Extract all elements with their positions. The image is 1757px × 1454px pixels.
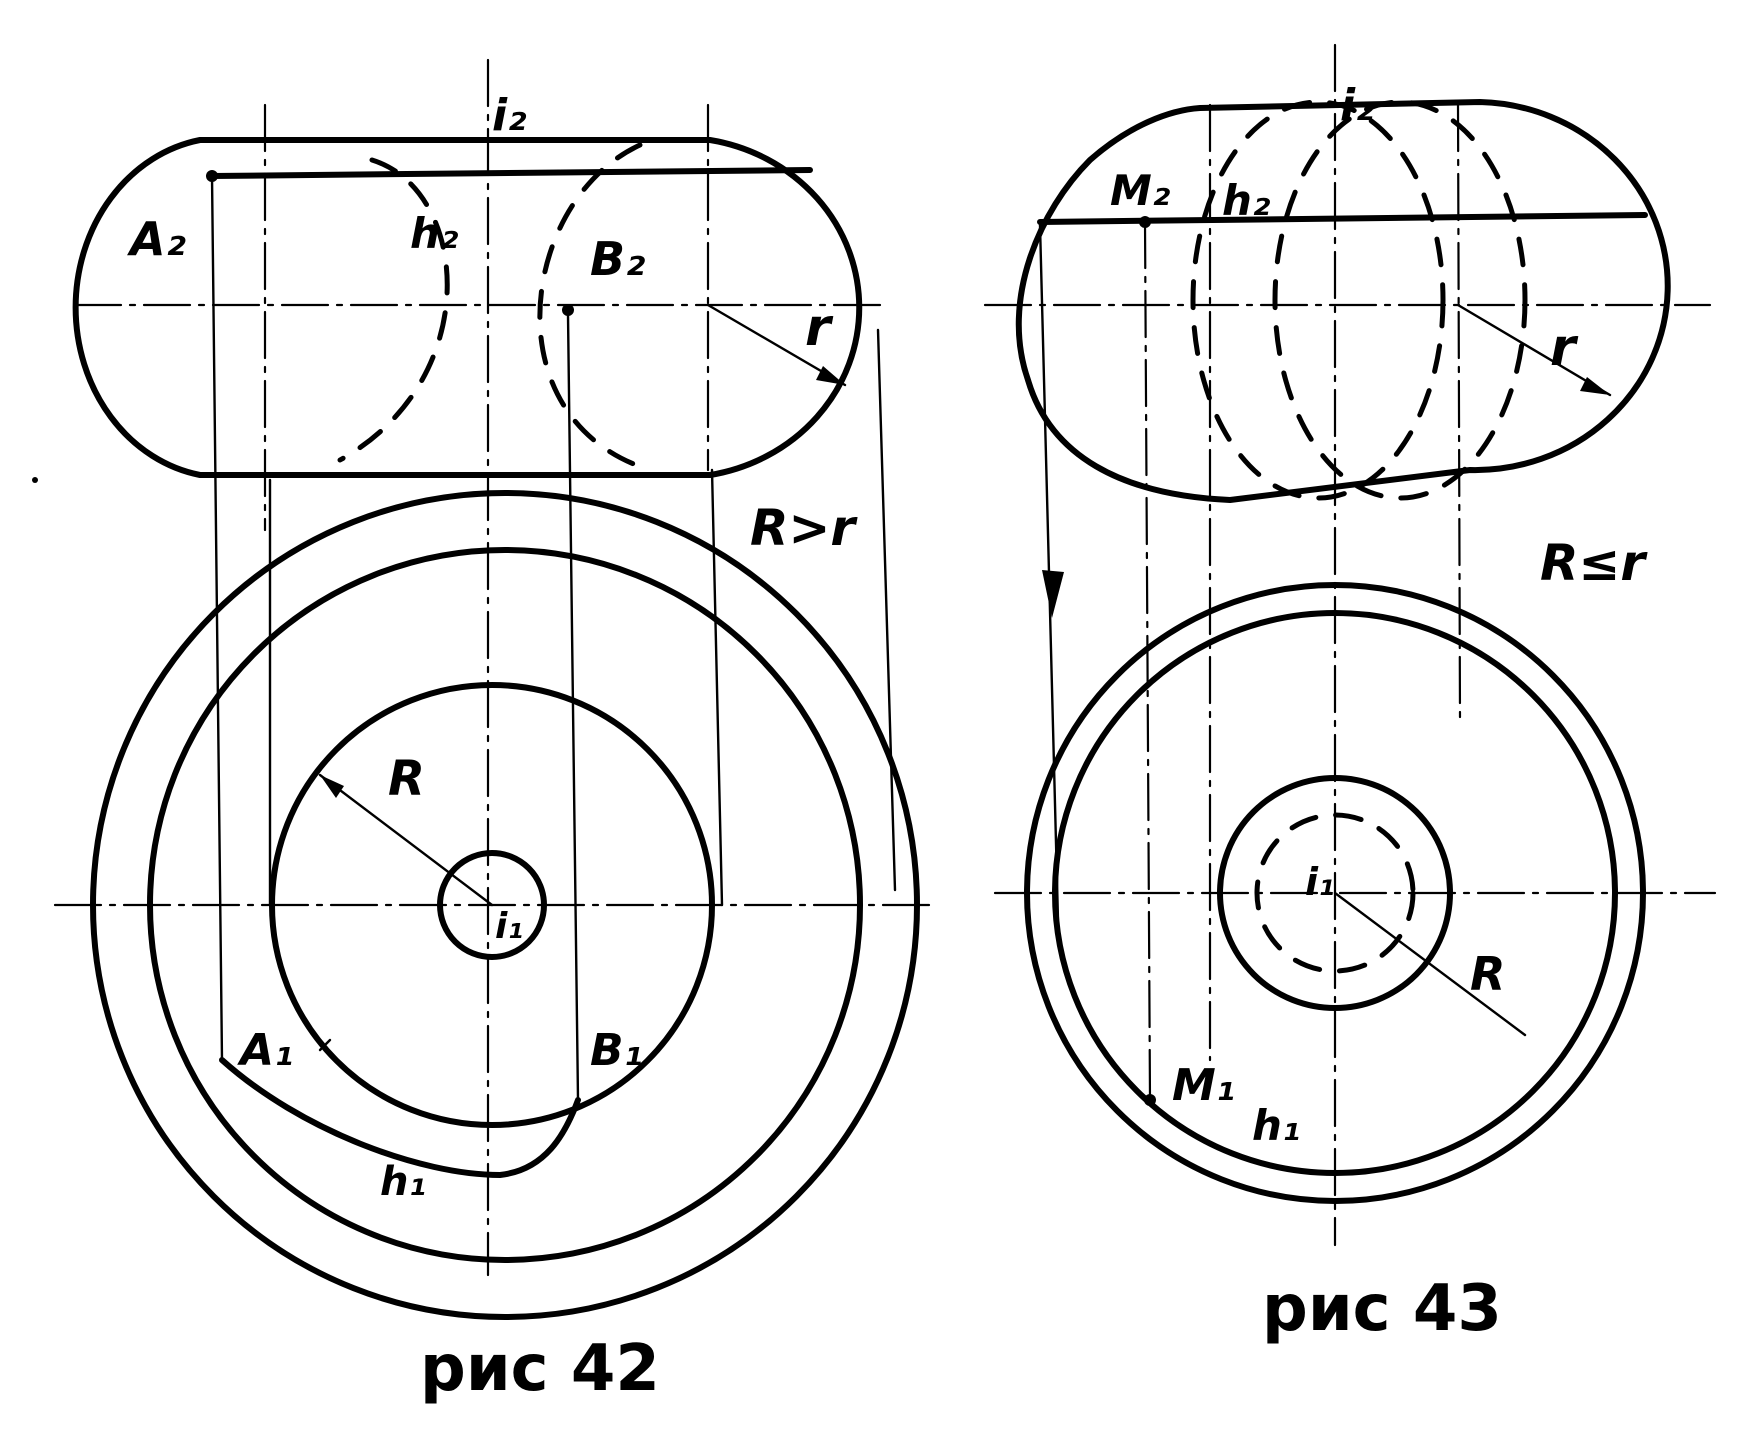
fig43-label-i2: i₂ [1340, 80, 1374, 131]
fig42-projection-line-right [710, 468, 724, 907]
fig43-front-axis-right [1456, 103, 1462, 722]
fig42-front-torus-outline [72, 137, 863, 478]
fig42-label-h1: h₁ [380, 1159, 426, 1205]
fig43-label-h2: h₂ [1222, 176, 1271, 225]
fig42-label-b1: B₁ [590, 1025, 643, 1076]
fig43-radius-r-arrow [1580, 377, 1610, 395]
fig42-tangent-line-right [876, 328, 897, 892]
fig43-radius-R [1333, 891, 1527, 1037]
figure-42: A₂ h₂ B₂ i₂ r R>r R i₁ A₁ B₁ h₁ рис 42 [53, 58, 937, 1406]
fig42-label-i2: i₂ [492, 90, 526, 141]
fig43-front-torus-outline [1015, 99, 1671, 503]
fig43-hidden-circle-right [1272, 99, 1528, 501]
fig43-label-m2: M₂ [1110, 166, 1171, 215]
fig42-caption: рис 42 [420, 1332, 660, 1406]
figure-43: M₂ h₂ i₂ r R≤r i₁ R M₁ h₁ рис 43 [983, 43, 1717, 1346]
fig42-radius-R-arrow [320, 775, 344, 798]
fig42-label-relation: R>r [750, 499, 858, 557]
fig43-projection-line-m [1143, 220, 1152, 1102]
fig43-hidden-circle-left [1190, 99, 1446, 501]
fig43-label-h1: h₁ [1252, 1101, 1300, 1150]
fig43-point-m2 [1139, 216, 1151, 228]
fig42-hidden-circle-right [537, 142, 653, 473]
fig43-section-plane-h2 [1037, 212, 1648, 225]
fig43-caption: рис 43 [1262, 1272, 1502, 1346]
fig42-label-i1: i₁ [495, 906, 523, 947]
fig42-radius-R [318, 773, 494, 907]
fig43-radius-r [1456, 303, 1612, 397]
fig42-label-R: R [388, 751, 425, 807]
fig42-point-a2 [206, 170, 218, 182]
stray-ink-mark [32, 477, 38, 483]
fig43-label-R: R [1470, 947, 1505, 1001]
fig42-label-r: r [805, 298, 834, 358]
fig43-label-i1: i₁ [1305, 860, 1335, 904]
fig42-point-b2 [562, 304, 574, 316]
fig42-label-a2: A₂ [127, 212, 186, 266]
fig42-radius-r-arrow [816, 366, 845, 385]
fig42-label-a1: A₁ [237, 1025, 293, 1076]
fig43-label-m1: M₁ [1172, 1060, 1235, 1111]
fig42-projection-line-a [210, 174, 224, 1062]
fig43-label-relation: R≤r [1540, 534, 1648, 592]
fig43-label-r: r [1550, 318, 1579, 378]
fig42-label-h2: h₂ [410, 209, 459, 258]
fig42-hidden-circle-left [337, 157, 450, 463]
fig42-projection-line-b [566, 313, 580, 1102]
fig42-section-trace-h1 [219, 1057, 581, 1178]
fig43-projection-arrow-head [1042, 570, 1064, 618]
fig42-tick-a1 [318, 1038, 332, 1052]
fig43-point-m1 [1144, 1094, 1156, 1106]
fig42-label-b2: B₂ [590, 232, 645, 286]
fig42-section-plane-h2 [209, 167, 813, 179]
